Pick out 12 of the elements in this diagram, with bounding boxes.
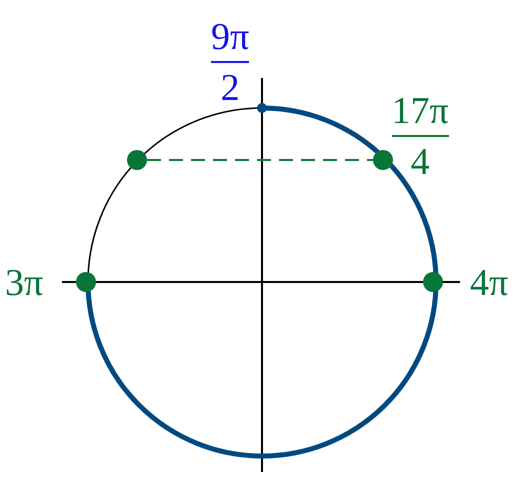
numerator: 9π [211, 18, 250, 56]
dashed-line [147, 159, 373, 161]
numerator: 17π [392, 92, 449, 130]
denominator: 2 [220, 69, 240, 107]
point-marker [257, 103, 267, 113]
denominator: 4 [410, 143, 430, 181]
point-marker [423, 272, 443, 292]
angle-label: 4π [470, 264, 508, 302]
point-marker [127, 150, 147, 170]
point-marker [76, 272, 96, 292]
point-marker [373, 150, 393, 170]
angle-label: 3π [5, 264, 44, 302]
